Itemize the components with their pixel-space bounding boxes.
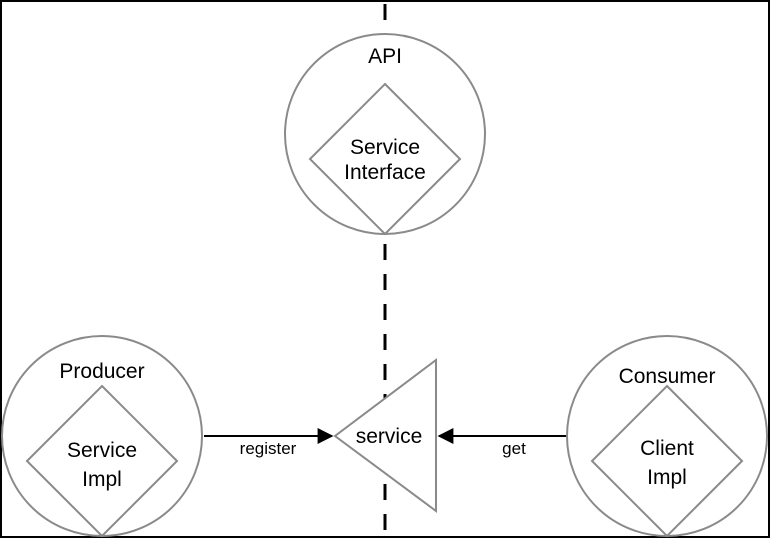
service-interface-label-line1: Service: [350, 136, 420, 159]
service-registry: service: [333, 357, 437, 513]
producer-module: Producer Service Impl: [1, 335, 203, 538]
consumer-module-title: Consumer: [619, 365, 716, 388]
get-arrow-label: get: [502, 439, 526, 458]
service-impl-label-line2: Impl: [82, 468, 122, 491]
register-arrow-label: register: [240, 439, 297, 458]
client-impl-diamond: [590, 384, 744, 538]
service-triangle-label: service: [356, 425, 423, 448]
consumer-module: Consumer Client Impl: [566, 335, 768, 538]
producer-module-title: Producer: [59, 360, 144, 383]
api-module: API Service Interface: [284, 33, 486, 236]
service-impl-diamond: [25, 384, 179, 538]
service-interface-diamond: [308, 82, 462, 236]
service-triangle: [333, 357, 437, 513]
client-impl-label-line2: Impl: [647, 466, 687, 489]
service-impl-label-line1: Service: [67, 439, 137, 462]
service-interface-label-line2: Interface: [344, 161, 426, 184]
client-impl-label-line1: Client: [640, 437, 694, 460]
api-module-title: API: [368, 45, 402, 68]
